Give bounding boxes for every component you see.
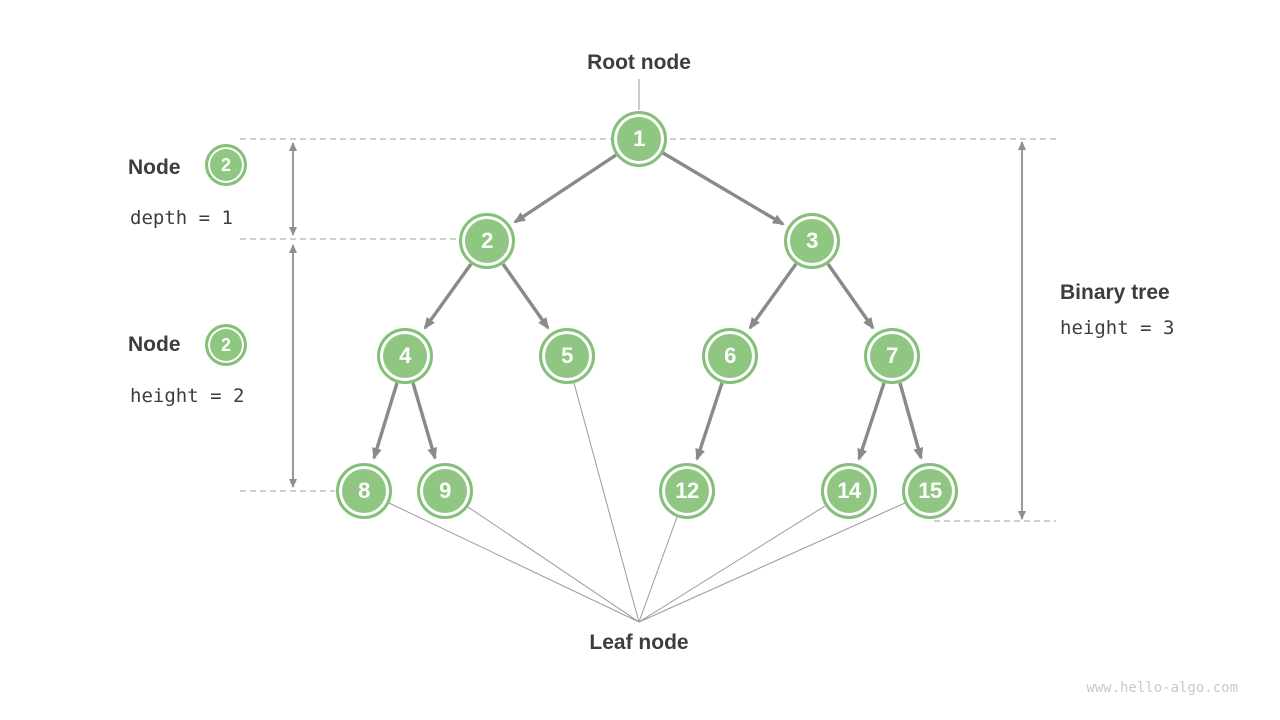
edge-4-8	[372, 382, 399, 460]
tree-edges	[372, 151, 924, 461]
root-node-label: Root node	[587, 51, 691, 74]
tree-node-15: 15	[902, 463, 958, 519]
edge-3-7	[826, 263, 875, 330]
node-depth-title: Node	[128, 156, 181, 179]
tree-node-7: 7	[864, 328, 920, 384]
edge-4-9	[411, 382, 437, 460]
edge-2-4	[423, 263, 473, 330]
tree-node-2: 2	[459, 213, 515, 269]
edge-1-2	[513, 153, 617, 224]
level-guide-lines	[240, 138, 1056, 522]
tree-node-5: 5	[539, 328, 595, 384]
tree-node-6: 6	[702, 328, 758, 384]
watermark: www.hello-algo.com	[1086, 680, 1238, 696]
edge-3-6	[748, 263, 798, 330]
measure-arrows	[289, 141, 1026, 520]
leaf-line-8	[388, 502, 640, 623]
binary-tree-title: Binary tree	[1060, 281, 1170, 304]
leaf-node-label: Leaf node	[589, 631, 689, 654]
edge-2-5	[501, 263, 550, 330]
tree-node-12: 12	[659, 463, 715, 519]
annotation-lines	[388, 79, 906, 623]
node-height-badge: 2	[205, 324, 247, 366]
leaf-line-12	[638, 516, 678, 623]
leaf-line-5	[573, 382, 640, 623]
tree-node-3: 3	[784, 213, 840, 269]
edge-6-12	[695, 382, 724, 461]
binary-tree-metric: height = 3	[1060, 317, 1175, 339]
node-depth-badge: 2	[205, 144, 247, 186]
tree-node-1: 1	[611, 111, 667, 167]
node-depth-metric: depth = 1	[130, 207, 233, 229]
node-height-title: Node	[128, 333, 181, 356]
tree-node-8: 8	[336, 463, 392, 519]
edge-7-15	[898, 382, 924, 460]
leaf-line-9	[467, 506, 640, 623]
tree-node-14: 14	[821, 463, 877, 519]
edge-7-14	[857, 382, 886, 461]
node-height-metric: height = 2	[130, 385, 245, 407]
leaf-line-14	[638, 505, 826, 623]
tree-node-9: 9	[417, 463, 473, 519]
edge-1-3	[662, 151, 785, 226]
tree-node-4: 4	[377, 328, 433, 384]
leaf-line-15	[638, 502, 906, 623]
